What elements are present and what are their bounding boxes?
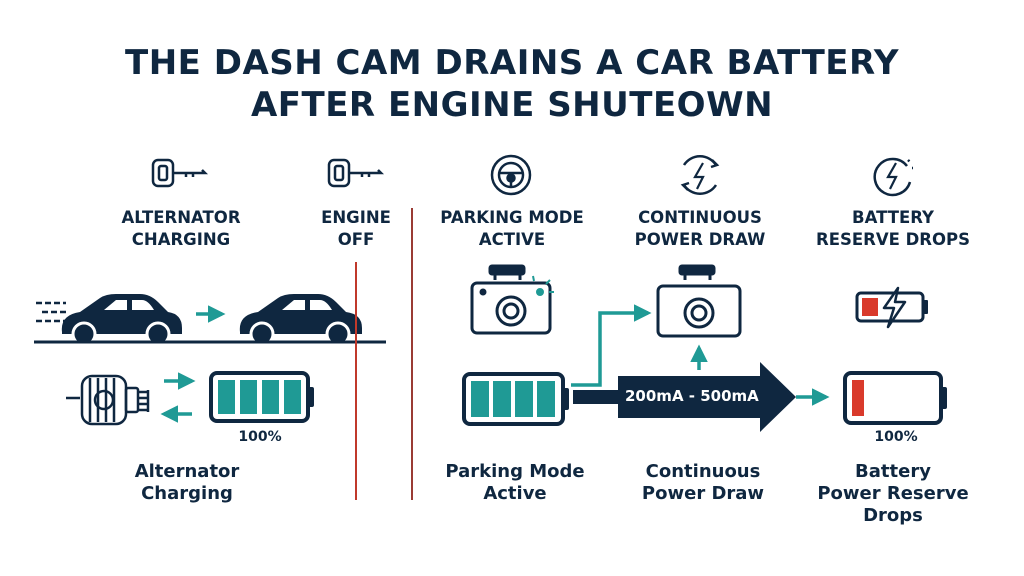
battery-full-icon	[462, 372, 569, 426]
battery-left-percent: 100%	[238, 429, 282, 445]
battery-full-icon	[209, 371, 314, 423]
key-icon	[327, 158, 385, 188]
battery-right-percent: 100%	[874, 429, 918, 445]
power-cycle-icon	[680, 155, 720, 195]
car-icon	[61, 294, 183, 347]
title-line-1: THE DASH CAM DRAINS A CAR BATTERY	[125, 43, 899, 83]
speed-lines	[36, 301, 68, 323]
title-line-2: AFTER ENGINE SHUTEOWN	[250, 85, 774, 125]
power-draw-label: 200mA - 500mA	[625, 387, 759, 405]
power-draw-arrow	[573, 362, 796, 432]
dash-cam-icon	[470, 264, 552, 335]
alternator-icon	[66, 374, 150, 426]
arrow-to-camera	[571, 304, 652, 387]
battery-reserve-icon	[873, 157, 913, 197]
battery-low-icon	[843, 371, 947, 425]
low-battery-icon	[855, 286, 928, 329]
dash-cam-icon	[656, 264, 742, 338]
steering-wheel-icon	[490, 154, 532, 196]
car-icon	[239, 294, 362, 347]
key-icon	[151, 158, 209, 188]
recording-indicator	[532, 275, 554, 296]
